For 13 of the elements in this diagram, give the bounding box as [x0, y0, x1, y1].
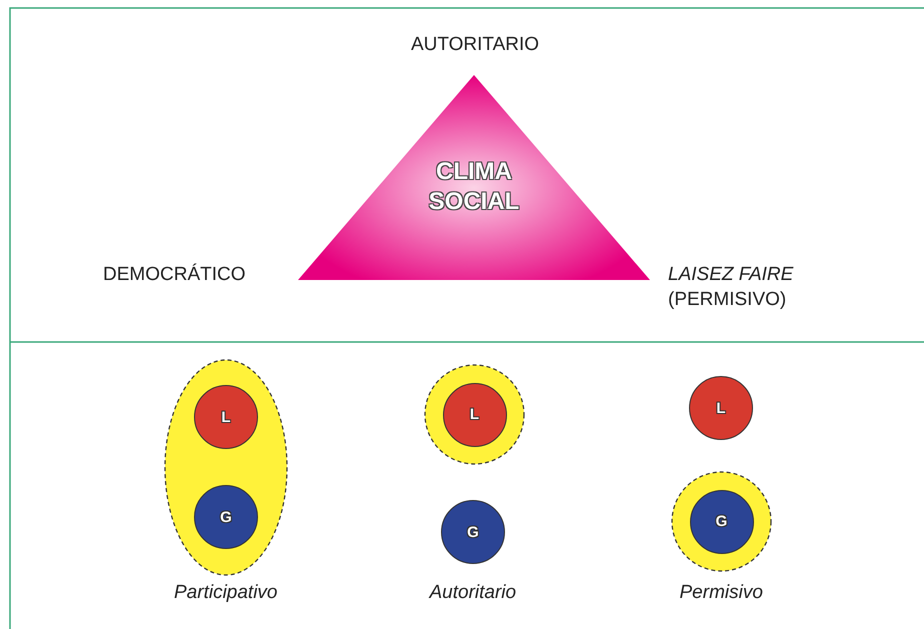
triangle [298, 75, 650, 280]
style-caption: Participativo [174, 582, 278, 604]
vertex-label: DEMOCRÁTICO [103, 264, 246, 286]
vertex-label: LAISEZ FAIRE (PERMISIVO) [668, 263, 794, 312]
triangle-title: CLIMA SOCIAL [428, 157, 520, 217]
vertex-label: AUTORITARIO [411, 34, 540, 56]
member-circle: L [689, 376, 753, 440]
dashed-halo [164, 359, 288, 576]
style-caption: Permisivo [680, 582, 763, 604]
dashed-halo [671, 471, 772, 572]
dashed-halo [424, 364, 525, 465]
style-caption: Autoritario [430, 582, 516, 604]
member-circle: G [441, 500, 505, 564]
